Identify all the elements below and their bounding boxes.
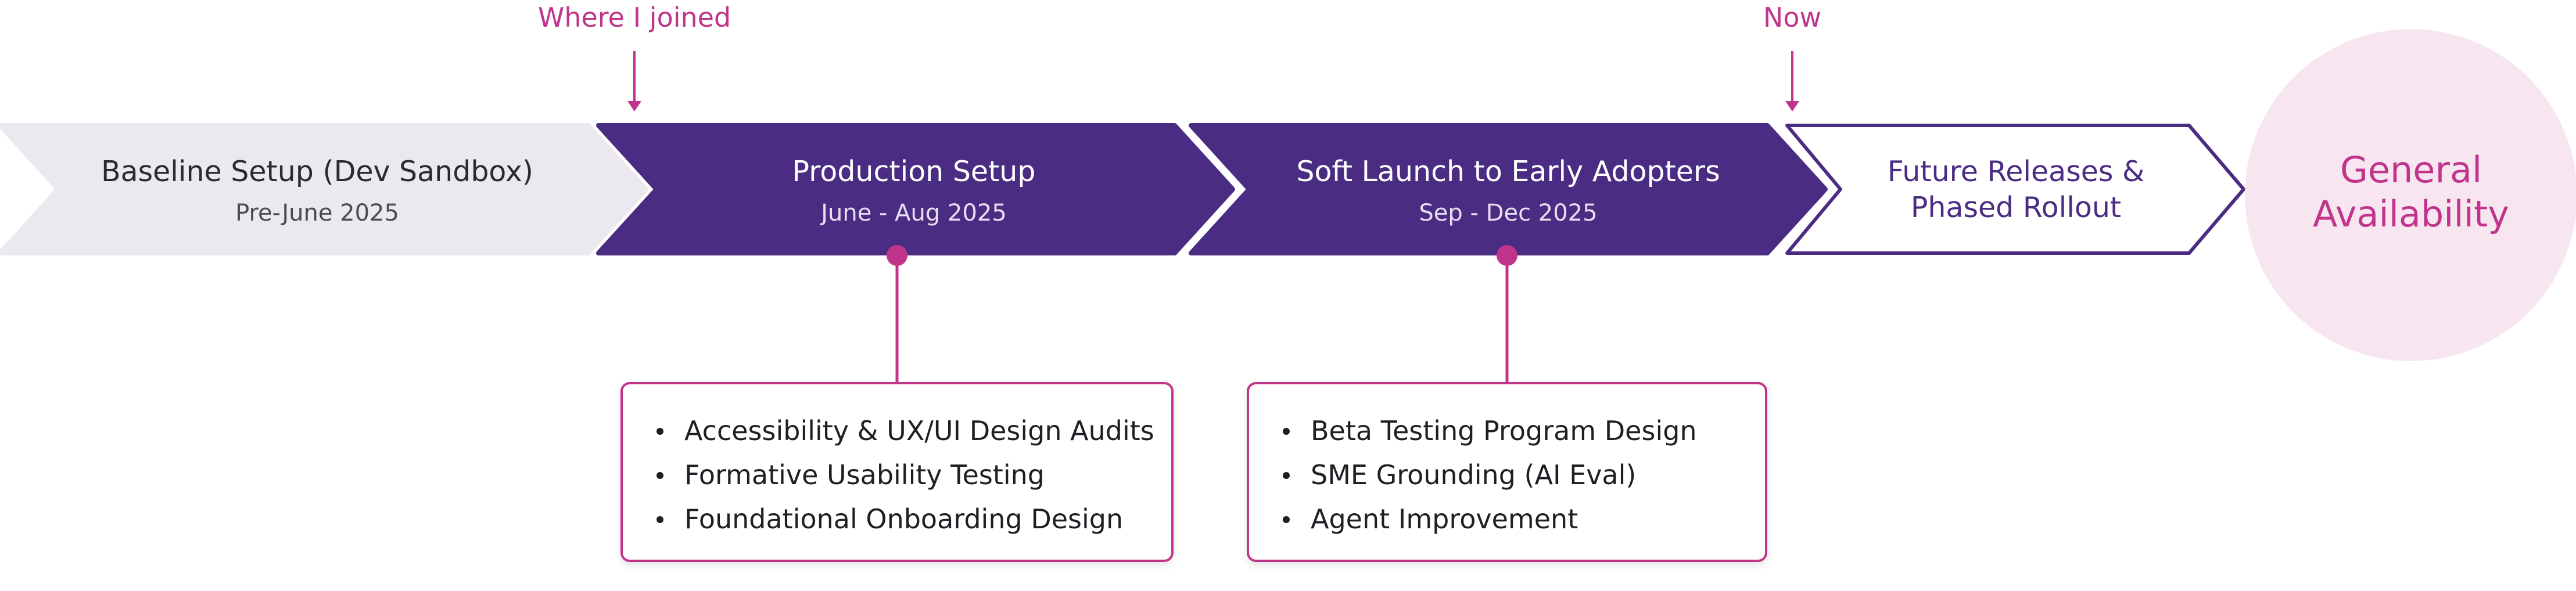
now-label: Now	[1763, 2, 1821, 33]
soft-launch-activities-card: Beta Testing Program Design SME Groundin…	[1247, 382, 1767, 562]
production-activities-list: Accessibility & UX/UI Design Audits Form…	[656, 409, 1154, 541]
general-availability-line1: General	[2340, 149, 2482, 191]
list-item: Beta Testing Program Design	[1283, 409, 1748, 453]
phase-baseline-chevron	[0, 123, 648, 255]
phase-soft-launch-title: Soft Launch to Early Adopters	[1296, 155, 1720, 188]
list-item: Agent Improvement	[1283, 497, 1748, 541]
where-i-joined-label: Where I joined	[538, 2, 731, 33]
phase-production-date: June - Aug 2025	[819, 200, 1007, 226]
soft-launch-connector-dot	[1497, 245, 1517, 266]
now-arrowhead	[1785, 101, 1799, 111]
where-i-joined-arrowhead	[627, 101, 641, 111]
phase-production-chevron	[596, 123, 1235, 255]
phase-future-title-line1: Future Releases &	[1888, 155, 2144, 188]
phase-baseline-title: Baseline Setup (Dev Sandbox)	[101, 155, 533, 188]
phase-future-chevron	[1785, 124, 2245, 255]
general-availability-line2: Availability	[2313, 193, 2509, 235]
production-connector-dot	[887, 245, 907, 266]
list-item: Formative Usability Testing	[656, 453, 1154, 497]
list-item: Accessibility & UX/UI Design Audits	[656, 409, 1154, 453]
phase-production-title: Production Setup	[792, 155, 1036, 188]
production-activities-card: Accessibility & UX/UI Design Audits Form…	[620, 382, 1174, 562]
phase-soft-launch-chevron	[1189, 123, 1828, 255]
soft-launch-activities-list: Beta Testing Program Design SME Groundin…	[1283, 409, 1748, 541]
list-item: SME Grounding (AI Eval)	[1283, 453, 1748, 497]
phase-soft-launch-date: Sep - Dec 2025	[1419, 200, 1597, 226]
phase-future-title-line2: Phased Rollout	[1911, 191, 2121, 224]
list-item: Foundational Onboarding Design	[656, 497, 1154, 541]
general-availability-circle	[2245, 29, 2576, 361]
phase-baseline-date: Pre-June 2025	[235, 200, 399, 226]
